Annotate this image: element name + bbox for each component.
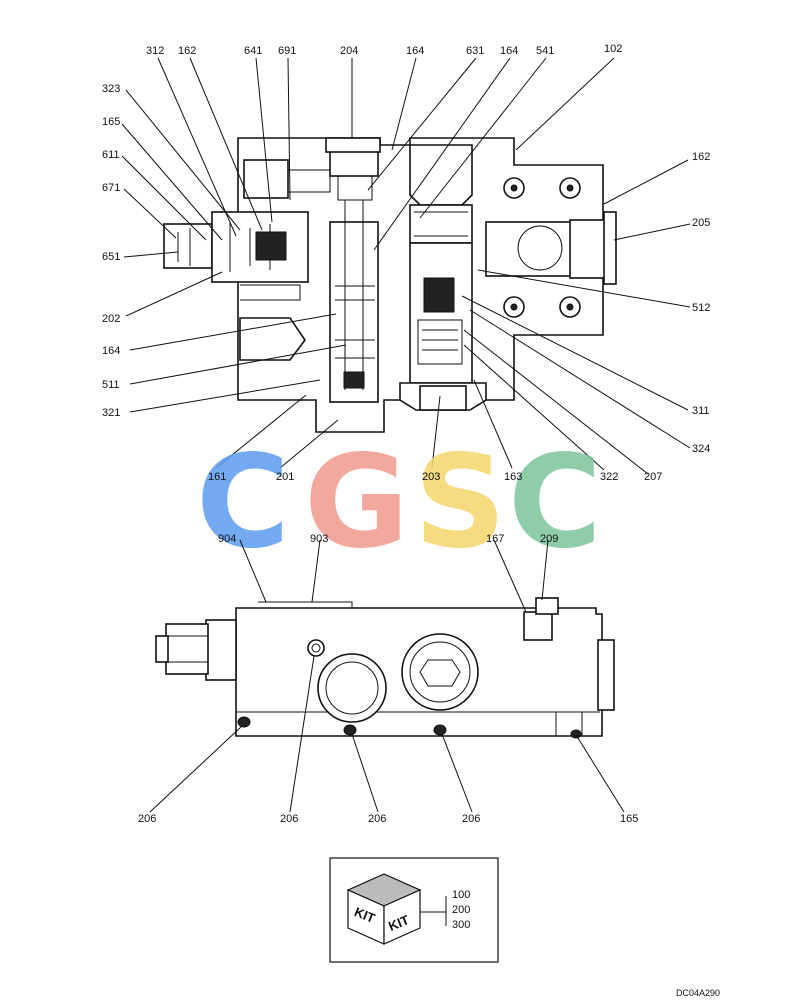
bottom-leader-lines: [149, 539, 625, 813]
label-671: 671: [102, 182, 120, 194]
label-162-b: 162: [692, 151, 710, 163]
label-102: 102: [604, 43, 622, 55]
label-311: 311: [692, 405, 710, 417]
label-209: 209: [540, 533, 558, 545]
watermark-letter-c2: C: [508, 428, 602, 577]
label-322: 322: [600, 471, 618, 483]
top-section-view: [163, 137, 617, 433]
label-164-c: 164: [102, 345, 120, 357]
top-leader-lines: [121, 57, 691, 475]
label-164-b: 164: [500, 45, 518, 57]
label-206-c: 206: [368, 813, 386, 825]
label-903: 903: [310, 533, 328, 545]
label-164-a: 164: [406, 45, 424, 57]
label-312: 312: [146, 45, 164, 57]
label-162-a: 162: [178, 45, 196, 57]
label-205: 205: [692, 217, 710, 229]
part-labels: 312 162 641 691 204 164 631 164 541 102 …: [102, 43, 710, 825]
label-691: 691: [278, 45, 296, 57]
label-323: 323: [102, 83, 120, 95]
label-206-d: 206: [462, 813, 480, 825]
kit-number-300: 300: [452, 919, 470, 931]
label-202: 202: [102, 313, 120, 325]
label-204: 204: [340, 45, 358, 57]
label-904: 904: [218, 533, 236, 545]
kit-cube-icon: KIT KIT: [346, 873, 422, 945]
label-512: 512: [692, 302, 710, 314]
watermark-letter-g: G: [304, 428, 409, 577]
drawing-code: DC04A290: [676, 988, 720, 998]
label-165-b: 165: [620, 813, 638, 825]
label-206-a: 206: [138, 813, 156, 825]
watermark-letter-c1: C: [196, 428, 290, 577]
label-207: 207: [644, 471, 662, 483]
kit-face-left: KIT: [352, 904, 377, 926]
label-201: 201: [276, 471, 294, 483]
kit-face-right: KIT: [386, 912, 411, 934]
label-611: 611: [102, 149, 120, 161]
label-541: 541: [536, 45, 554, 57]
label-203: 203: [422, 471, 440, 483]
label-631: 631: [466, 45, 484, 57]
kit-number-200: 200: [452, 904, 470, 916]
label-651: 651: [102, 251, 120, 263]
label-641: 641: [244, 45, 262, 57]
kit-number-100: 100: [452, 889, 470, 901]
label-167: 167: [486, 533, 504, 545]
bottom-external-view: [155, 597, 615, 739]
label-324: 324: [692, 443, 710, 455]
label-511: 511: [102, 379, 120, 391]
label-165-a: 165: [102, 116, 120, 128]
kit-box: KIT KIT 100 200 300: [329, 857, 499, 963]
watermark-letter-s: S: [414, 428, 506, 577]
label-321: 321: [102, 407, 120, 419]
watermark: C G S C: [196, 428, 602, 577]
label-161: 161: [208, 471, 226, 483]
label-163: 163: [504, 471, 522, 483]
label-206-b: 206: [280, 813, 298, 825]
